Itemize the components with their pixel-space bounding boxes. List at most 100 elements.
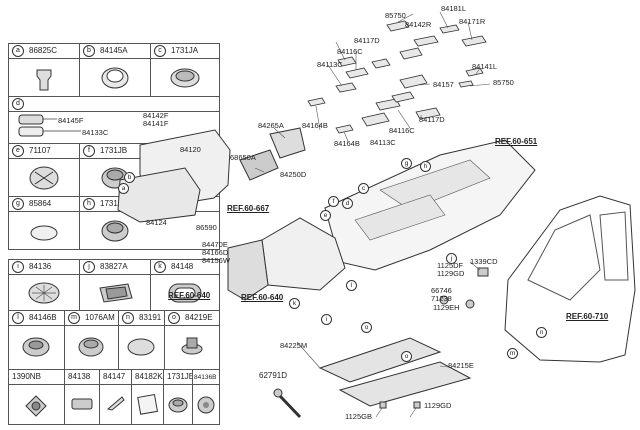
label-85750-right: 85750: [493, 78, 514, 87]
cell-k[interactable]: k 84148: [150, 259, 220, 311]
part-1731JE: 1731JE: [167, 372, 195, 381]
part-84136: 84136: [29, 262, 52, 271]
cell-1390NB[interactable]: 1390NB: [8, 369, 65, 425]
cell-1731JE[interactable]: 1731JE: [163, 369, 195, 425]
cell-62791D[interactable]: 62791D: [256, 369, 318, 425]
part-84136B: 84136B: [194, 374, 217, 381]
oval-pad-icon: [168, 283, 202, 303]
label-1129GD-bottom: 1129GD: [424, 401, 452, 410]
label-84142F: 84142F: [143, 111, 169, 120]
label-84116C-top: 84116C: [337, 47, 363, 56]
nut-icon: [25, 395, 47, 417]
callout-a: a: [12, 44, 24, 57]
cell-84138[interactable]: 84138: [64, 369, 100, 425]
cell-e[interactable]: e 71107: [8, 143, 80, 197]
callout-m: m: [68, 311, 80, 324]
part-84133C: 84133C: [82, 128, 109, 137]
floor-pads: [307, 20, 487, 134]
callout-l: l: [12, 311, 24, 324]
label-84164B-b: 84164B: [334, 139, 360, 148]
label-84156W: 84156W: [202, 256, 230, 265]
rect-pad-icon: [71, 398, 93, 410]
grommet-icon: [22, 337, 50, 357]
label-84142R: 84142R: [405, 20, 432, 29]
cell-l[interactable]: l 84146B: [8, 310, 65, 370]
callout-o: o: [168, 311, 180, 324]
part-83827A: 83827A: [100, 262, 128, 271]
cell-g[interactable]: g 85864: [8, 196, 80, 250]
part-1731JF: 1731JF: [100, 199, 127, 208]
bolt-icon: [181, 337, 203, 355]
cell-84147[interactable]: 84147: [99, 369, 132, 425]
callout-d-diagram: d: [342, 198, 353, 209]
under-cover-84225M: [318, 337, 442, 383]
ref-60-651[interactable]: REF.60-651: [495, 137, 538, 146]
part-1390NB: 1390NB: [12, 372, 41, 381]
label-71238: 71238: [431, 294, 452, 303]
label-84215E: 84215E: [448, 361, 474, 370]
callout-k-diagram: k: [289, 298, 300, 309]
cell-m[interactable]: m 1076AM: [64, 310, 119, 370]
plug-icon: [78, 337, 104, 357]
callout-a-diagram: a: [118, 183, 129, 194]
plug-icon: [168, 397, 188, 413]
part-1076AM: 1076AM: [85, 313, 115, 322]
plug-icon: [170, 68, 200, 88]
callout-m-diagram: m: [507, 348, 518, 359]
label-84116C-mid: 84116C: [389, 126, 415, 135]
callout-g-diagram: g: [401, 158, 412, 169]
part-84148: 84148: [171, 262, 194, 271]
part-84182K: 84182K: [135, 372, 163, 381]
callout-j: j: [83, 260, 95, 273]
callout-b: b: [83, 44, 95, 57]
cell-j[interactable]: j 83827A: [79, 259, 151, 311]
cell-84136B[interactable]: 84136B: [192, 369, 220, 425]
part-85864: 85864: [29, 199, 52, 208]
part-62791D: 62791D: [259, 371, 288, 380]
label-84113C-mid: 84113C: [370, 138, 396, 147]
callout-k: k: [154, 260, 166, 273]
grommet-icon: [101, 67, 129, 89]
label-84225M: 84225M: [280, 341, 308, 350]
callout-c-diagram: c: [358, 183, 369, 194]
label-86590: 86590: [196, 223, 217, 232]
ref-60-710[interactable]: REF.60-710: [566, 312, 609, 321]
pad-stack-icon: [18, 114, 81, 137]
tie-strap-icon: [273, 388, 302, 419]
label-84157: 84157: [433, 80, 454, 89]
part-84219E: 84219E: [185, 313, 213, 322]
square-pad-icon: [99, 283, 133, 303]
callout-e: e: [12, 144, 24, 157]
label-84470E: 84470E: [202, 240, 228, 249]
callout-i: i: [12, 260, 24, 273]
cell-84182K[interactable]: 84182K: [131, 369, 164, 425]
ref-60-640-right[interactable]: REF.60-640: [241, 293, 284, 302]
cell-a[interactable]: a 86825C: [8, 43, 80, 97]
part-84145F: 84145F: [58, 116, 84, 125]
callout-j-diagram: j: [446, 253, 457, 264]
square-pad-icon: [137, 393, 159, 415]
label-66746: 66746: [431, 286, 452, 295]
part-84146B: 84146B: [29, 313, 57, 322]
ref-60-667[interactable]: REF.60-667: [227, 204, 270, 213]
ref-60-640-left[interactable]: REF.60-640: [168, 291, 211, 300]
label-84141L: 84141L: [472, 62, 498, 71]
cell-c[interactable]: c 1731JA: [150, 43, 220, 97]
callout-g: g: [12, 197, 24, 210]
label-1125DF: 1125DF: [437, 261, 464, 270]
callout-h-diagram: h: [420, 161, 431, 172]
part-1731JA: 1731JA: [171, 46, 199, 55]
label-85750-top: 85750: [385, 11, 406, 20]
cell-o[interactable]: o 84219E: [164, 310, 220, 370]
callout-n: n: [122, 311, 134, 324]
callout-l-diagram: l: [346, 280, 357, 291]
gear-plug-icon: [197, 396, 215, 414]
part-71107: 71107: [29, 146, 51, 155]
callout-i-diagram: i: [321, 314, 332, 325]
label-84124: 84124: [146, 218, 167, 227]
callout-c: c: [154, 44, 166, 57]
callout-d: d: [12, 97, 24, 110]
part-86825C: 86825C: [29, 46, 58, 55]
